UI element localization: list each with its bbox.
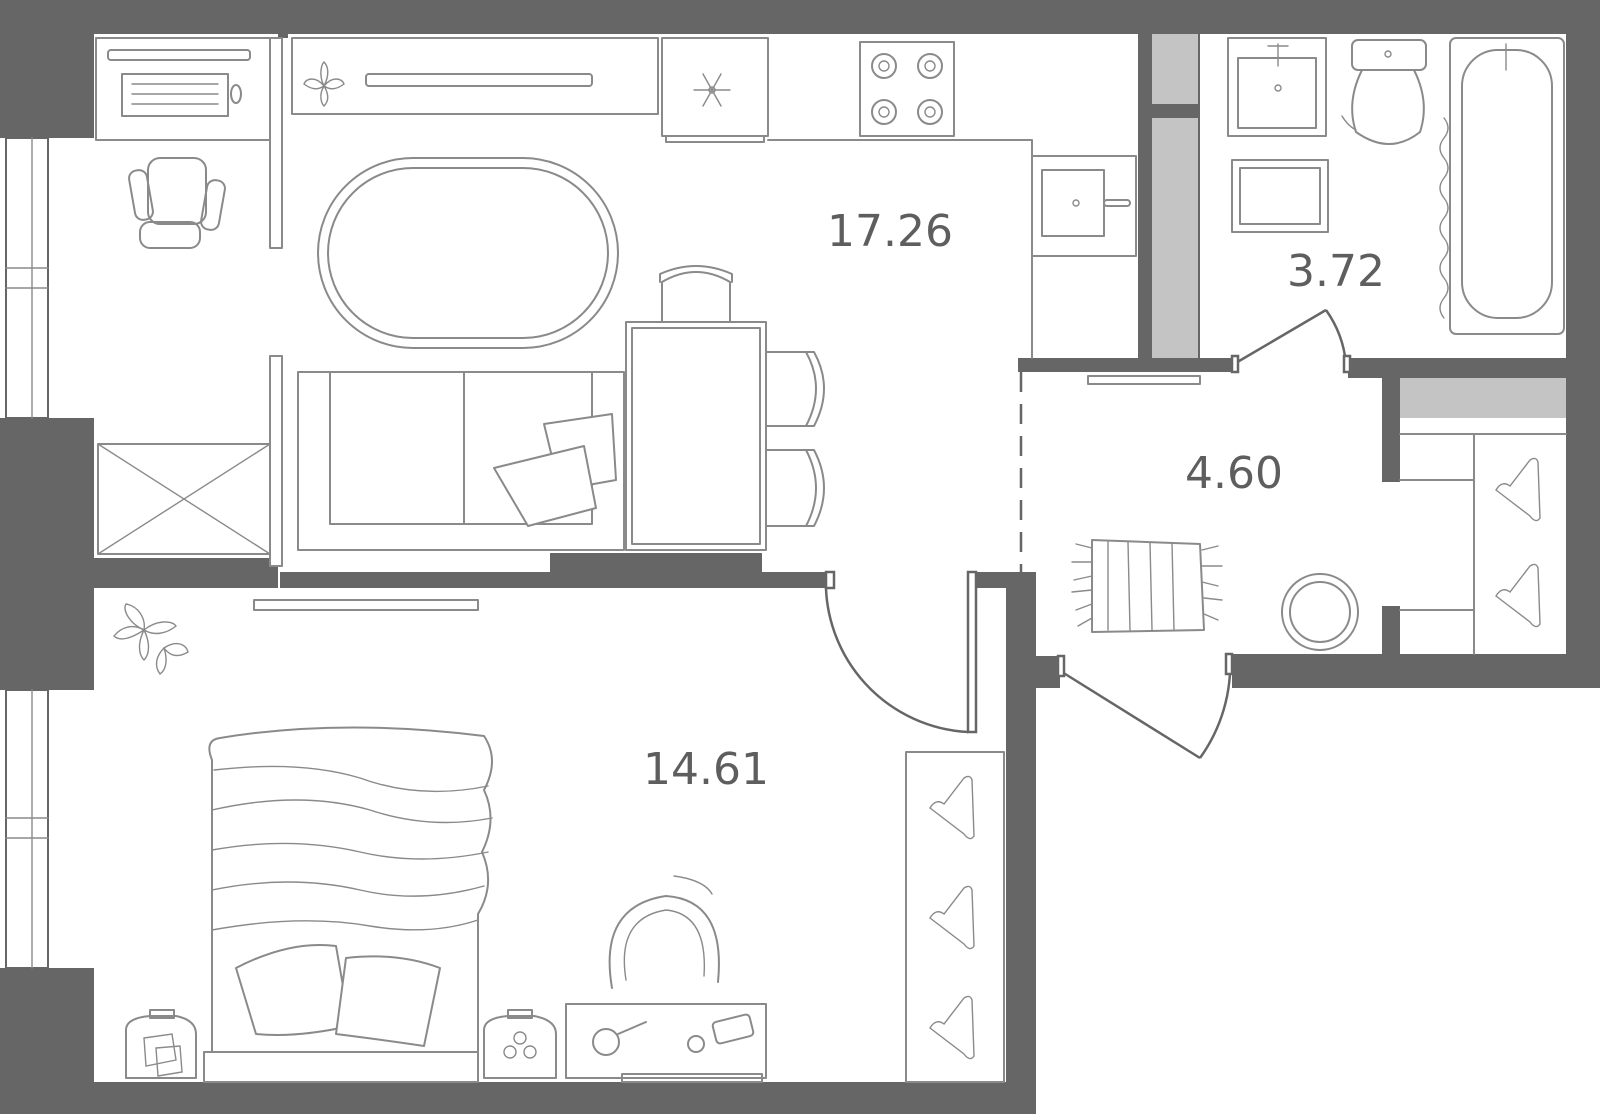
hanger-icon [929, 775, 975, 840]
hallway-furniture [1071, 375, 1567, 655]
area-label-hallway: 4.60 [1185, 448, 1283, 499]
hanger-icon [1495, 563, 1541, 628]
fridge [661, 37, 769, 143]
area-label-kitchen-living: 17.26 [827, 206, 953, 257]
snowflake-icon [693, 73, 731, 107]
area-labels: 17.26 3.72 4.60 14.61 [643, 206, 1385, 795]
bedroom-wardrobe [905, 751, 1005, 1083]
bathroom-furniture [1227, 37, 1565, 335]
oval-rug [317, 157, 619, 349]
door-entrance [1056, 652, 1234, 760]
doors [824, 308, 1352, 760]
area-label-bathroom: 3.72 [1287, 246, 1385, 297]
office-chair [128, 157, 226, 249]
ornament-icon [503, 1031, 537, 1059]
hall-wardrobe [1399, 433, 1567, 655]
windows [5, 137, 49, 969]
hanger-icon [929, 995, 975, 1060]
hall-rug [1071, 539, 1223, 633]
kitchen-sink [1031, 155, 1137, 257]
kitchen-furniture [95, 37, 1137, 567]
plant-icon [113, 603, 189, 675]
nightstand-left [125, 1009, 197, 1079]
nightstand-right [483, 1009, 557, 1079]
sofa [297, 371, 625, 551]
shafts [1152, 34, 1566, 418]
hanger-icon [1495, 457, 1541, 522]
door-bedroom [824, 570, 978, 734]
window-kitchen [5, 137, 49, 419]
bath-mat [1231, 159, 1329, 233]
dining-table [625, 265, 825, 551]
hanger-icon [929, 885, 975, 950]
vanity-chair [608, 875, 720, 989]
cabinet [97, 443, 271, 555]
pouf [1281, 573, 1359, 651]
bed [203, 726, 493, 1083]
plant-icon [303, 61, 345, 107]
stove [859, 41, 955, 137]
desk [95, 37, 273, 141]
bedroom-furniture [113, 599, 1005, 1083]
vanity-desk [565, 1003, 767, 1083]
area-label-bedroom: 14.61 [643, 744, 769, 795]
window-bedroom [5, 689, 49, 969]
toilet [1341, 39, 1427, 145]
washbasin [1227, 37, 1327, 137]
door-bathroom [1230, 308, 1352, 374]
bathtub [1439, 37, 1565, 335]
